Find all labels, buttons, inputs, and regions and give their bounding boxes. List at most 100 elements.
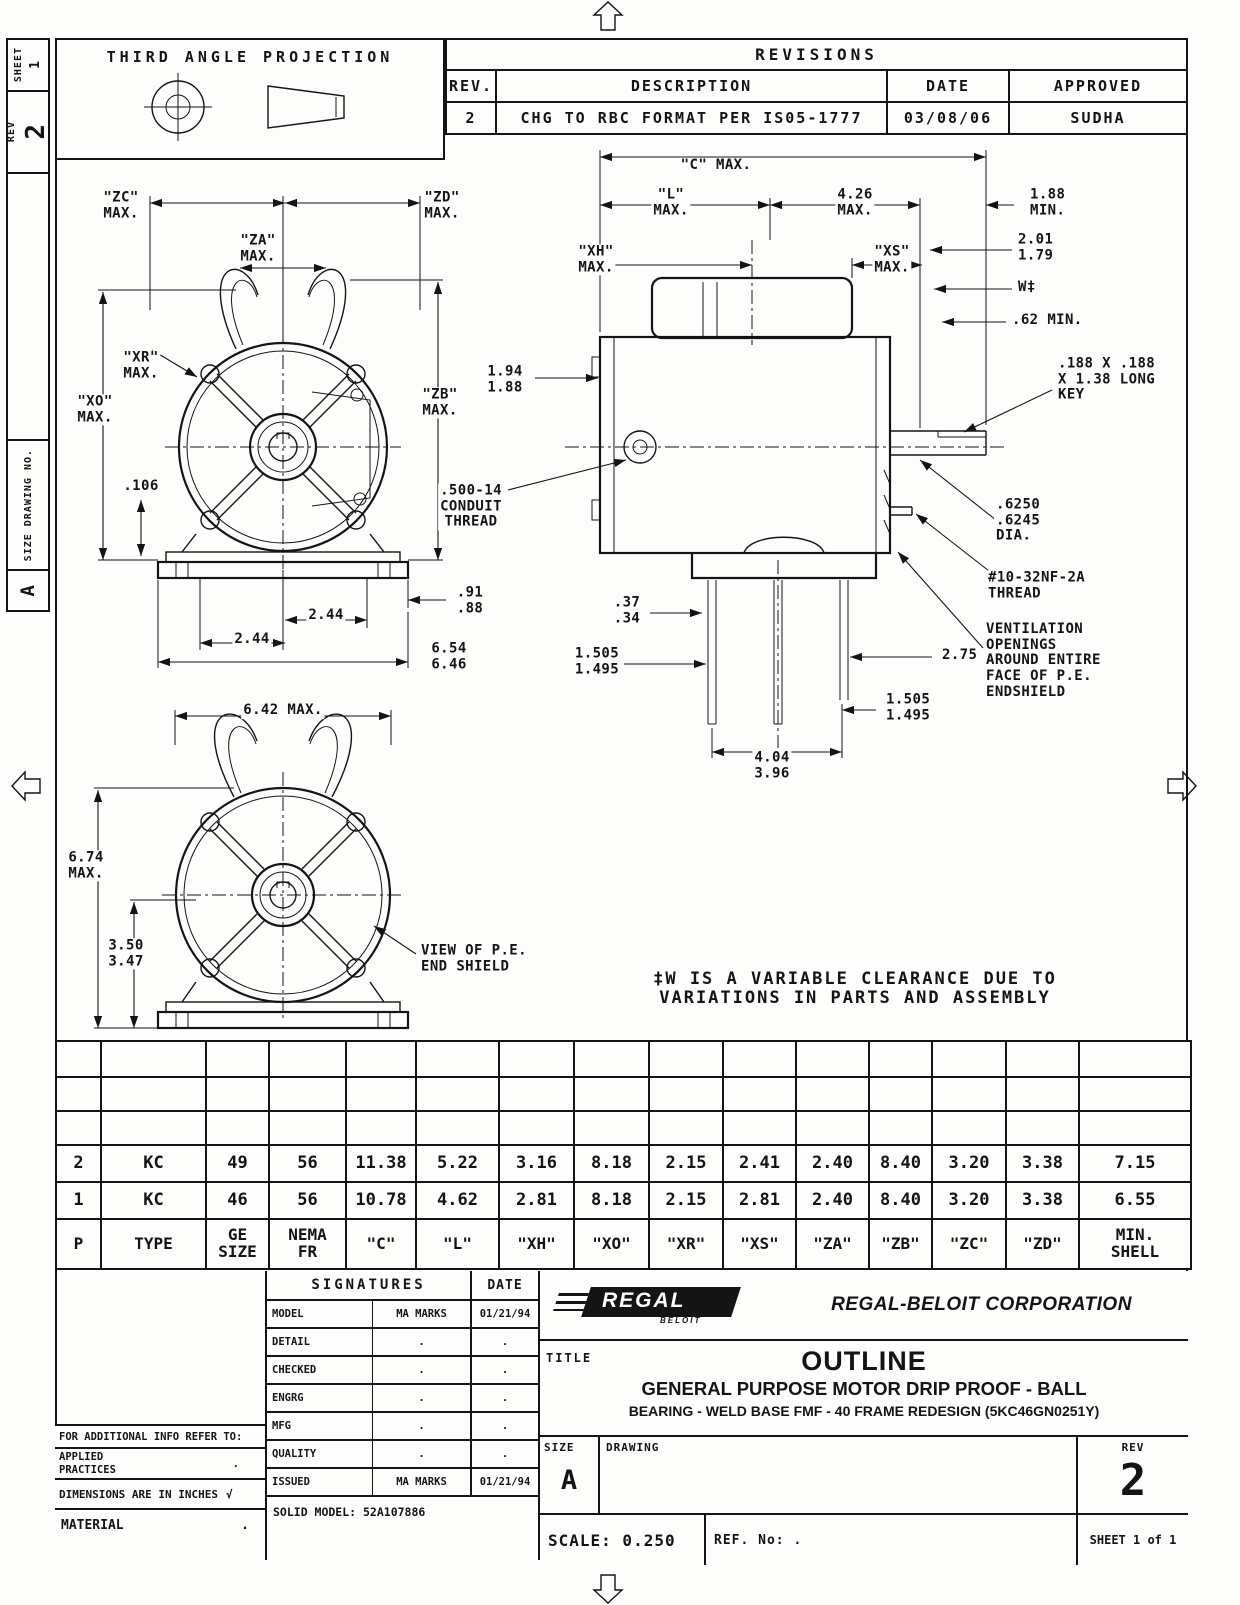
dim-annotation: 6.54 6.46 [429,640,469,673]
sig-name: . [372,1385,472,1411]
dim-table-cell: 56 [270,1144,347,1181]
dim-table-cell [870,1076,933,1110]
sig-label: ENGRG [272,1392,304,1404]
logo-subtext: BELOIT [660,1316,702,1325]
side-view [507,150,1053,758]
dim-table-cell: 49 [207,1144,270,1181]
edge-size-drawing-label: SIZE DRAWING NO. [22,448,34,562]
dim-table-header-cell: P [57,1218,102,1268]
dim-table-cell: 2.40 [797,1144,870,1181]
dim-table-cell: 3.20 [933,1144,1007,1181]
dim-table-cell: 2.15 [650,1144,724,1181]
dim-table-cell [207,1076,270,1110]
dim-table-header-cell: "ZC" [933,1218,1007,1268]
sig-name: . [372,1357,472,1383]
dim-annotation: 6.74 MAX. [66,849,106,882]
signature-row: CHECKED.. [267,1357,538,1385]
edge-sheet-box: SHEET 1 [8,40,48,92]
dim-table-cell [500,1076,575,1110]
dim-annotation: .188 X .188 X 1.38 LONG KEY [1056,355,1158,404]
sig-label: MODEL [272,1308,304,1320]
dim-table-cell [207,1110,270,1144]
revisions-header-date: DATE [888,71,1010,101]
rev-label: REV [1121,1441,1145,1454]
dimensions-units-label: DIMENSIONS ARE IN INCHES [59,1487,218,1501]
edge-sheet-label: SHEET [13,47,24,83]
dim-table-cell [1007,1076,1080,1110]
revisions-table: REVISIONS REV. DESCRIPTION DATE APPROVED… [445,38,1188,135]
dim-table-cell [207,1042,270,1076]
material-value: . [241,1518,249,1533]
projection-box: THIRD ANGLE PROJECTION [55,38,445,160]
dim-annotation: "ZB" MAX. [420,386,460,419]
dim-table-cell: KC [102,1181,207,1218]
dim-annotation: 4.26 MAX. [835,186,875,219]
dim-annotation: #10-32NF-2A THREAD [986,569,1088,602]
dim-table-cell [102,1076,207,1110]
scale-cell: SCALE: 0.250 [540,1515,706,1565]
rev-cell: REV 2 [1078,1437,1188,1513]
dim-table-cell [347,1076,417,1110]
dim-table-cell: 4.62 [417,1181,500,1218]
edge-strip: SHEET 1 REV 2 SIZE DRAWING NO. A [6,38,51,612]
dim-table-cell [933,1076,1007,1110]
dim-table-cell [57,1110,102,1144]
edge-rev-box: REV 2 [6,92,51,174]
dim-table-cell [270,1110,347,1144]
dim-table-cell [347,1110,417,1144]
regal-beloit-logo: REGAL BELOIT [540,1271,775,1339]
dim-annotation: 6.42 MAX. [241,702,325,719]
sig-name: . [372,1329,472,1355]
revision-approved: SUDHA [1070,109,1126,127]
dim-table-cell [102,1042,207,1076]
dim-table-cell [57,1042,102,1076]
dim-annotation: 1.94 1.88 [485,363,525,396]
dim-annotation: 1.88 MIN. [1028,186,1068,219]
dim-table-cell [347,1042,417,1076]
signature-row: DETAIL.. [267,1329,538,1357]
dim-table-cell: 1 [57,1181,102,1218]
dim-table-header-cell: "ZB" [870,1218,933,1268]
dim-table-cell [270,1076,347,1110]
dim-table-cell: 3.16 [500,1144,575,1181]
sig-name: MA MARKS [372,1301,472,1327]
signature-row: QUALITY.. [267,1441,538,1469]
dim-table-cell [575,1110,650,1144]
revision-date: 03/08/06 [888,103,1010,133]
dim-table-cell [417,1110,500,1144]
dim-annotation: .37 .34 [611,594,643,627]
dim-table-header-cell: "XH" [500,1218,575,1268]
dim-table-cell [270,1042,347,1076]
dim-table-cell: 8.40 [870,1144,933,1181]
sig-label: MFG [272,1420,291,1432]
title-row: TITLE OUTLINE GENERAL PURPOSE MOTOR DRIP… [540,1346,1188,1437]
dim-table-cell: 8.40 [870,1181,933,1218]
dim-annotation: 3.50 3.47 [106,937,146,970]
solid-model-note: SOLID MODEL: 52A107886 [273,1505,426,1519]
sig-date: . [501,1448,509,1460]
dim-table-cell: 2.41 [724,1144,797,1181]
dim-table-cell: 10.78 [347,1181,417,1218]
rev-value: 2 [1119,1455,1147,1506]
signature-rows: MODEL MA MARKS 01/21/94 DETAIL..CHECKED.. EN… [267,1301,538,1497]
dim-annotation: .91 .88 [454,584,486,617]
dim-table-header-cell: "ZA" [797,1218,870,1268]
title-label: TITLE [546,1351,593,1365]
signatures-title: SIGNATURES [267,1271,472,1299]
revisions-header-row: REV. DESCRIPTION DATE APPROVED [447,71,1186,103]
dim-annotation: 2.44 [232,631,272,648]
dim-table-cell [797,1076,870,1110]
dim-table-cell [1007,1042,1080,1076]
dim-table-cell: 7.15 [1080,1144,1190,1181]
dim-annotation: "XR" MAX. [121,349,161,382]
dim-table-header-cell: GE SIZE [207,1218,270,1268]
sig-label: QUALITY [272,1448,317,1460]
dim-annotation: VIEW OF P.E. END SHIELD [419,942,529,975]
dim-annotation: .62 MIN. [1010,312,1085,329]
drawing-title: OUTLINE [801,1346,927,1376]
dim-table-cell [797,1042,870,1076]
sig-date: 01/21/94 [479,1476,531,1488]
pe-endshield-view [93,710,417,1030]
